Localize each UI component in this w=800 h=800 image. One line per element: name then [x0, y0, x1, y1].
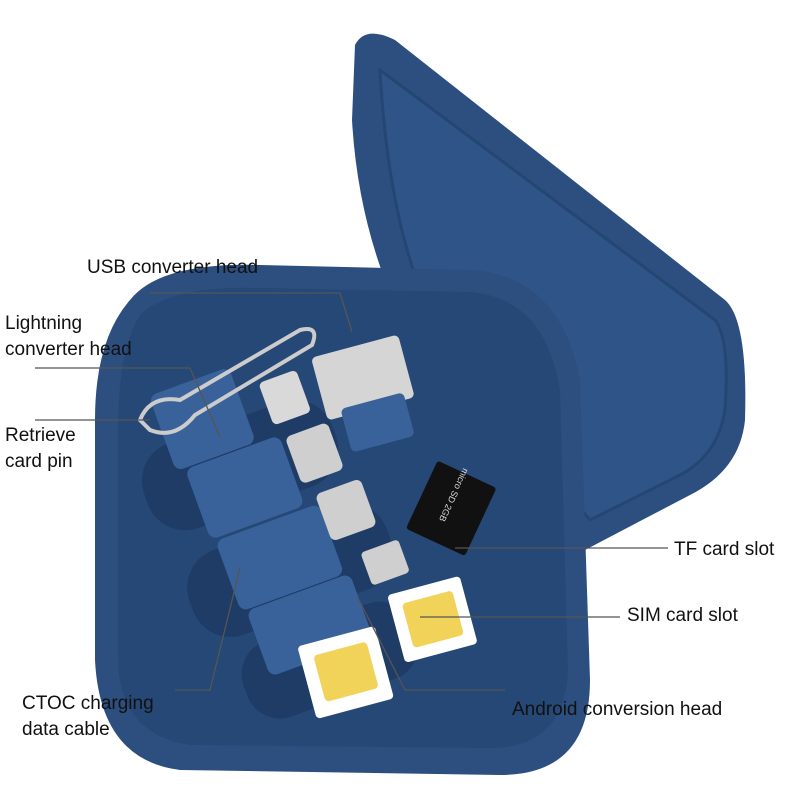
sim-pin [137, 327, 317, 435]
label-tf-card-slot: TF card slot [674, 539, 775, 560]
usb-leader [150, 292, 353, 333]
ctoc-leader [175, 567, 241, 691]
sim-card-2 [298, 626, 394, 719]
label-ctoc-line2: data cable [22, 719, 110, 740]
sim-card-1 [388, 576, 477, 662]
leader-lines [35, 292, 668, 691]
label-usb-converter-head: USB converter head [87, 257, 259, 278]
android-leader [357, 597, 505, 691]
label-pin-line2: card pin [5, 451, 73, 472]
label-lightning-line1: Lightning [5, 313, 83, 334]
label-ctoc-line1: CTOC charging [22, 693, 154, 714]
microsd-card [406, 461, 496, 556]
label-sim-card-slot: SIM card slot [627, 605, 738, 626]
label-pin-line1: Retrieve [5, 425, 76, 446]
label-lightning-line2: converter head [5, 339, 132, 360]
label-android-conversion-head: Android conversion head [512, 699, 723, 720]
lid-inner [378, 66, 728, 522]
lightning-leader [35, 367, 221, 438]
